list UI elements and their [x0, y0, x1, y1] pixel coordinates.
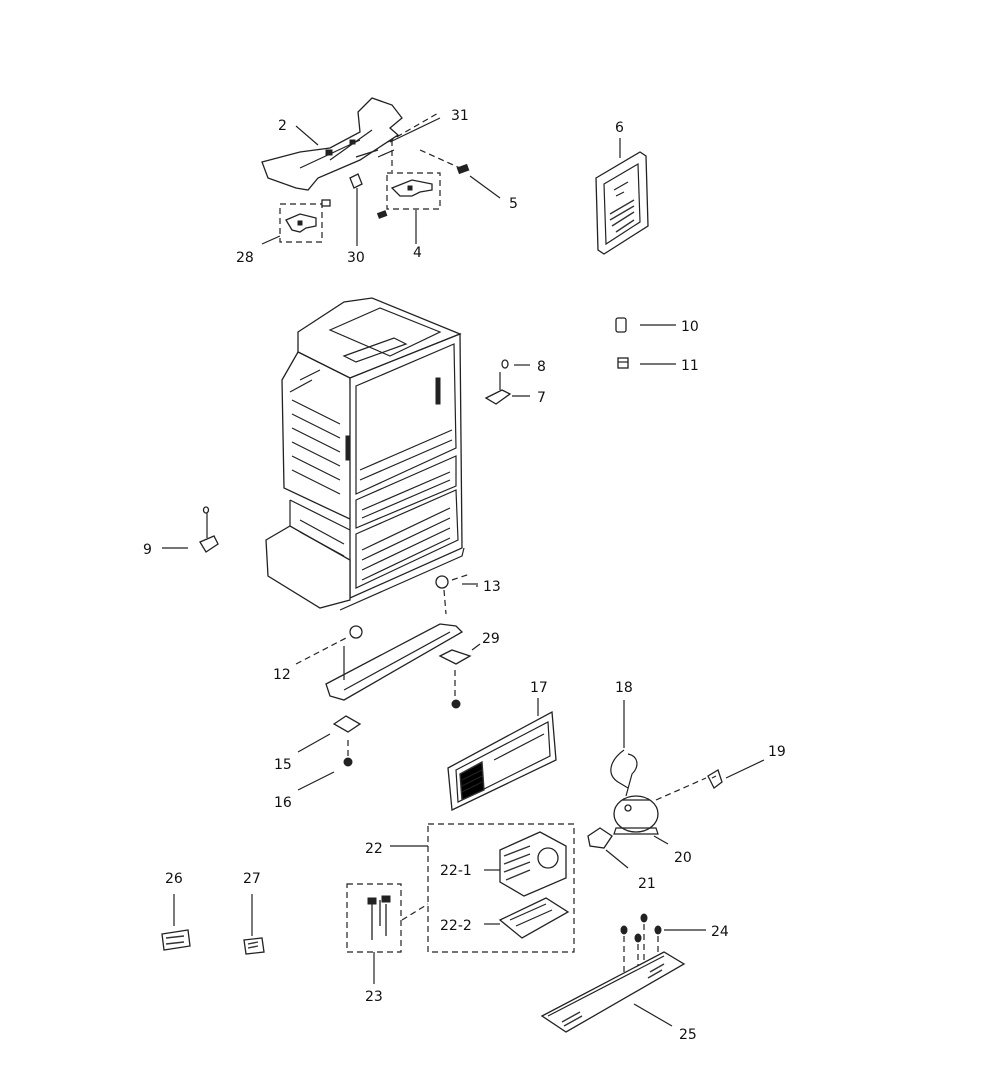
top-hinge-bracket-part-2 [261, 97, 403, 191]
bracket-part-7 [484, 372, 512, 405]
cover-part-21 [587, 827, 613, 849]
callout-15: 15 [274, 757, 292, 773]
roller-part-13 [435, 573, 471, 615]
foot-part-16 [343, 757, 353, 767]
callout-22-1: 22-1 [440, 863, 472, 879]
pcb-part-27 [243, 937, 265, 955]
cap-part-8 [501, 359, 509, 369]
callout-2: 2 [278, 118, 287, 134]
label-plate-part-6 [595, 151, 649, 255]
pcb-part-26 [161, 929, 191, 951]
callout-24: 24 [711, 924, 729, 940]
callout-25: 25 [679, 1027, 697, 1043]
leveling-plate-part-29 [438, 649, 472, 709]
callout-27: 27 [243, 871, 261, 887]
callout-5: 5 [509, 196, 518, 212]
sensor-part-11 [617, 357, 629, 369]
pipe-part-18 [610, 700, 638, 797]
callout-21: 21 [638, 876, 656, 892]
callout-10: 10 [681, 319, 699, 335]
callout-6: 6 [615, 120, 624, 136]
hinge-part-28-box [279, 199, 331, 243]
leveling-plate-part-15 [332, 715, 362, 756]
callout-13: 13 [483, 579, 501, 595]
fan-assembly-part-22-box [390, 823, 575, 953]
callout-22: 22 [365, 841, 383, 857]
cover-leg-front [325, 623, 464, 701]
callout-26: 26 [165, 871, 183, 887]
callout-4: 4 [413, 245, 422, 261]
bracket-part-9 [199, 506, 219, 553]
screws-part-23-box [346, 883, 429, 953]
callout-19: 19 [768, 744, 786, 760]
callout-31: 31 [451, 108, 469, 124]
shim-part-5 [456, 163, 470, 175]
hinge-part-4-box [386, 140, 461, 210]
callout-28: 28 [236, 250, 254, 266]
base-plate-part-25 [540, 951, 686, 1033]
hinge-pin-part-31 [355, 111, 441, 158]
callout-8: 8 [537, 359, 546, 375]
refrigerator-cabinet [265, 297, 465, 611]
callout-22-2: 22-2 [440, 918, 472, 934]
relay-part-19 [707, 769, 723, 789]
compressor-part-20 [613, 795, 659, 835]
sensor-part-10 [615, 317, 627, 333]
callout-30: 30 [347, 250, 365, 266]
callout-23: 23 [365, 989, 383, 1005]
callout-7: 7 [537, 390, 546, 406]
roller-part-12 [343, 625, 363, 680]
callout-20: 20 [674, 850, 692, 866]
callout-16: 16 [274, 795, 292, 811]
machine-cover-part-17 [447, 710, 557, 811]
hinge-clip-part-30 [349, 173, 388, 219]
callout-12: 12 [273, 667, 291, 683]
callout-11: 11 [681, 358, 699, 374]
callout-29: 29 [482, 631, 500, 647]
callout-17: 17 [530, 680, 548, 696]
callout-18: 18 [615, 680, 633, 696]
callout-9: 9 [143, 542, 152, 558]
